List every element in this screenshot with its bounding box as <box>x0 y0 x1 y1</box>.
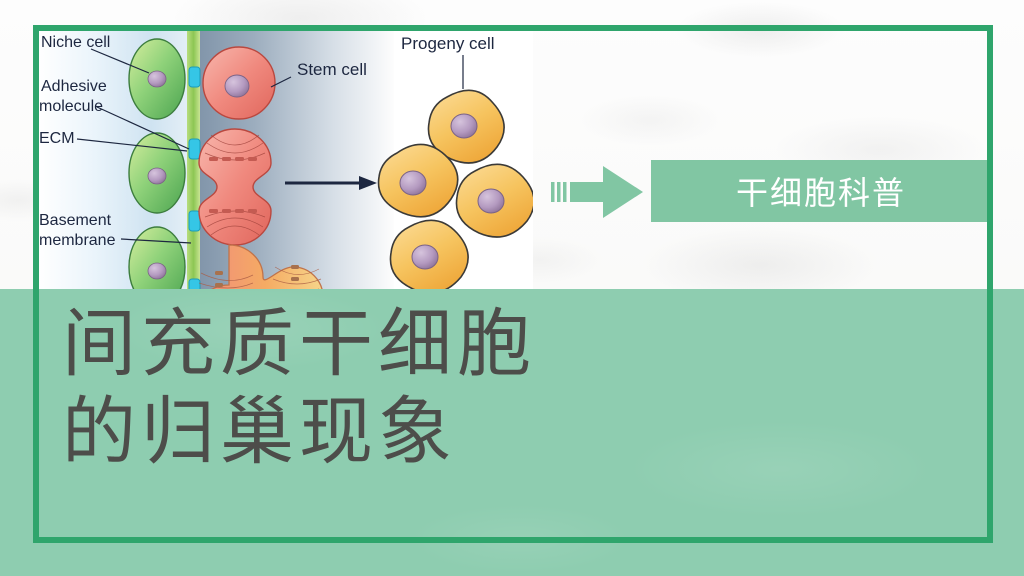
lower-green-band <box>0 289 1024 576</box>
spindle-fibers <box>198 266 322 289</box>
diagram-labels: Niche cell Adhesive molecule ECM Basemen… <box>39 34 495 249</box>
chromosomes <box>215 265 299 287</box>
label-basement-line1: Basement <box>39 212 112 229</box>
progeny-cell-nucleus <box>399 170 427 196</box>
label-ecm: ECM <box>39 130 75 147</box>
badge-plate[interactable]: 干细胞科普 <box>651 160 991 222</box>
stem-cell-diagram: Niche cell Adhesive molecule ECM Basemen… <box>39 31 533 289</box>
adhesive-molecule-group <box>188 66 201 289</box>
chromosomes <box>209 157 257 213</box>
stem-cell-dividing <box>198 128 272 246</box>
adhesive-molecule-patch <box>188 210 201 232</box>
asymmetric-division-cell <box>198 244 323 289</box>
progeny-cell-nucleus <box>411 244 439 270</box>
title-line-1: 间充质干细胞 <box>62 301 536 387</box>
progeny-cell-nucleus <box>450 113 478 139</box>
label-basement-line2: membrane <box>39 232 116 249</box>
adhesive-molecule-patch <box>188 138 201 160</box>
stem-cell-nucleus <box>224 74 250 98</box>
title-line-2: 的归巢现象 <box>62 389 457 475</box>
label-stem-cell: Stem cell <box>297 60 367 79</box>
niche-cell <box>128 226 186 289</box>
stem-cell-top <box>202 46 276 120</box>
label-leader-lines <box>76 48 464 244</box>
niche-cell-nucleus <box>147 167 167 185</box>
adhesive-molecule-patch <box>188 66 201 88</box>
niche-cell-nucleus <box>147 262 167 280</box>
label-adhesive-molecule-line1: Adhesive <box>41 78 107 95</box>
adhesive-molecule-patch <box>188 278 201 289</box>
stem-cell-diagram-panel: Niche cell Adhesive molecule ECM Basemen… <box>39 31 533 289</box>
badge-row: 干细胞科普 <box>551 160 991 222</box>
niche-cell-group <box>128 38 186 289</box>
differentiation-arrow-icon <box>285 176 377 190</box>
progeny-cell-group <box>377 89 533 289</box>
label-adhesive-molecule-line2: molecule <box>39 98 103 115</box>
label-niche-cell: Niche cell <box>41 34 110 51</box>
niche-cell-nucleus <box>147 70 167 88</box>
label-progeny-cell: Progeny cell <box>401 34 495 53</box>
main-title: 间充质干细胞 的归巢现象 <box>62 300 962 476</box>
right-arrow-icon <box>551 166 643 218</box>
badge-label: 干细胞科普 <box>735 174 906 212</box>
progeny-cell-nucleus <box>477 188 505 214</box>
